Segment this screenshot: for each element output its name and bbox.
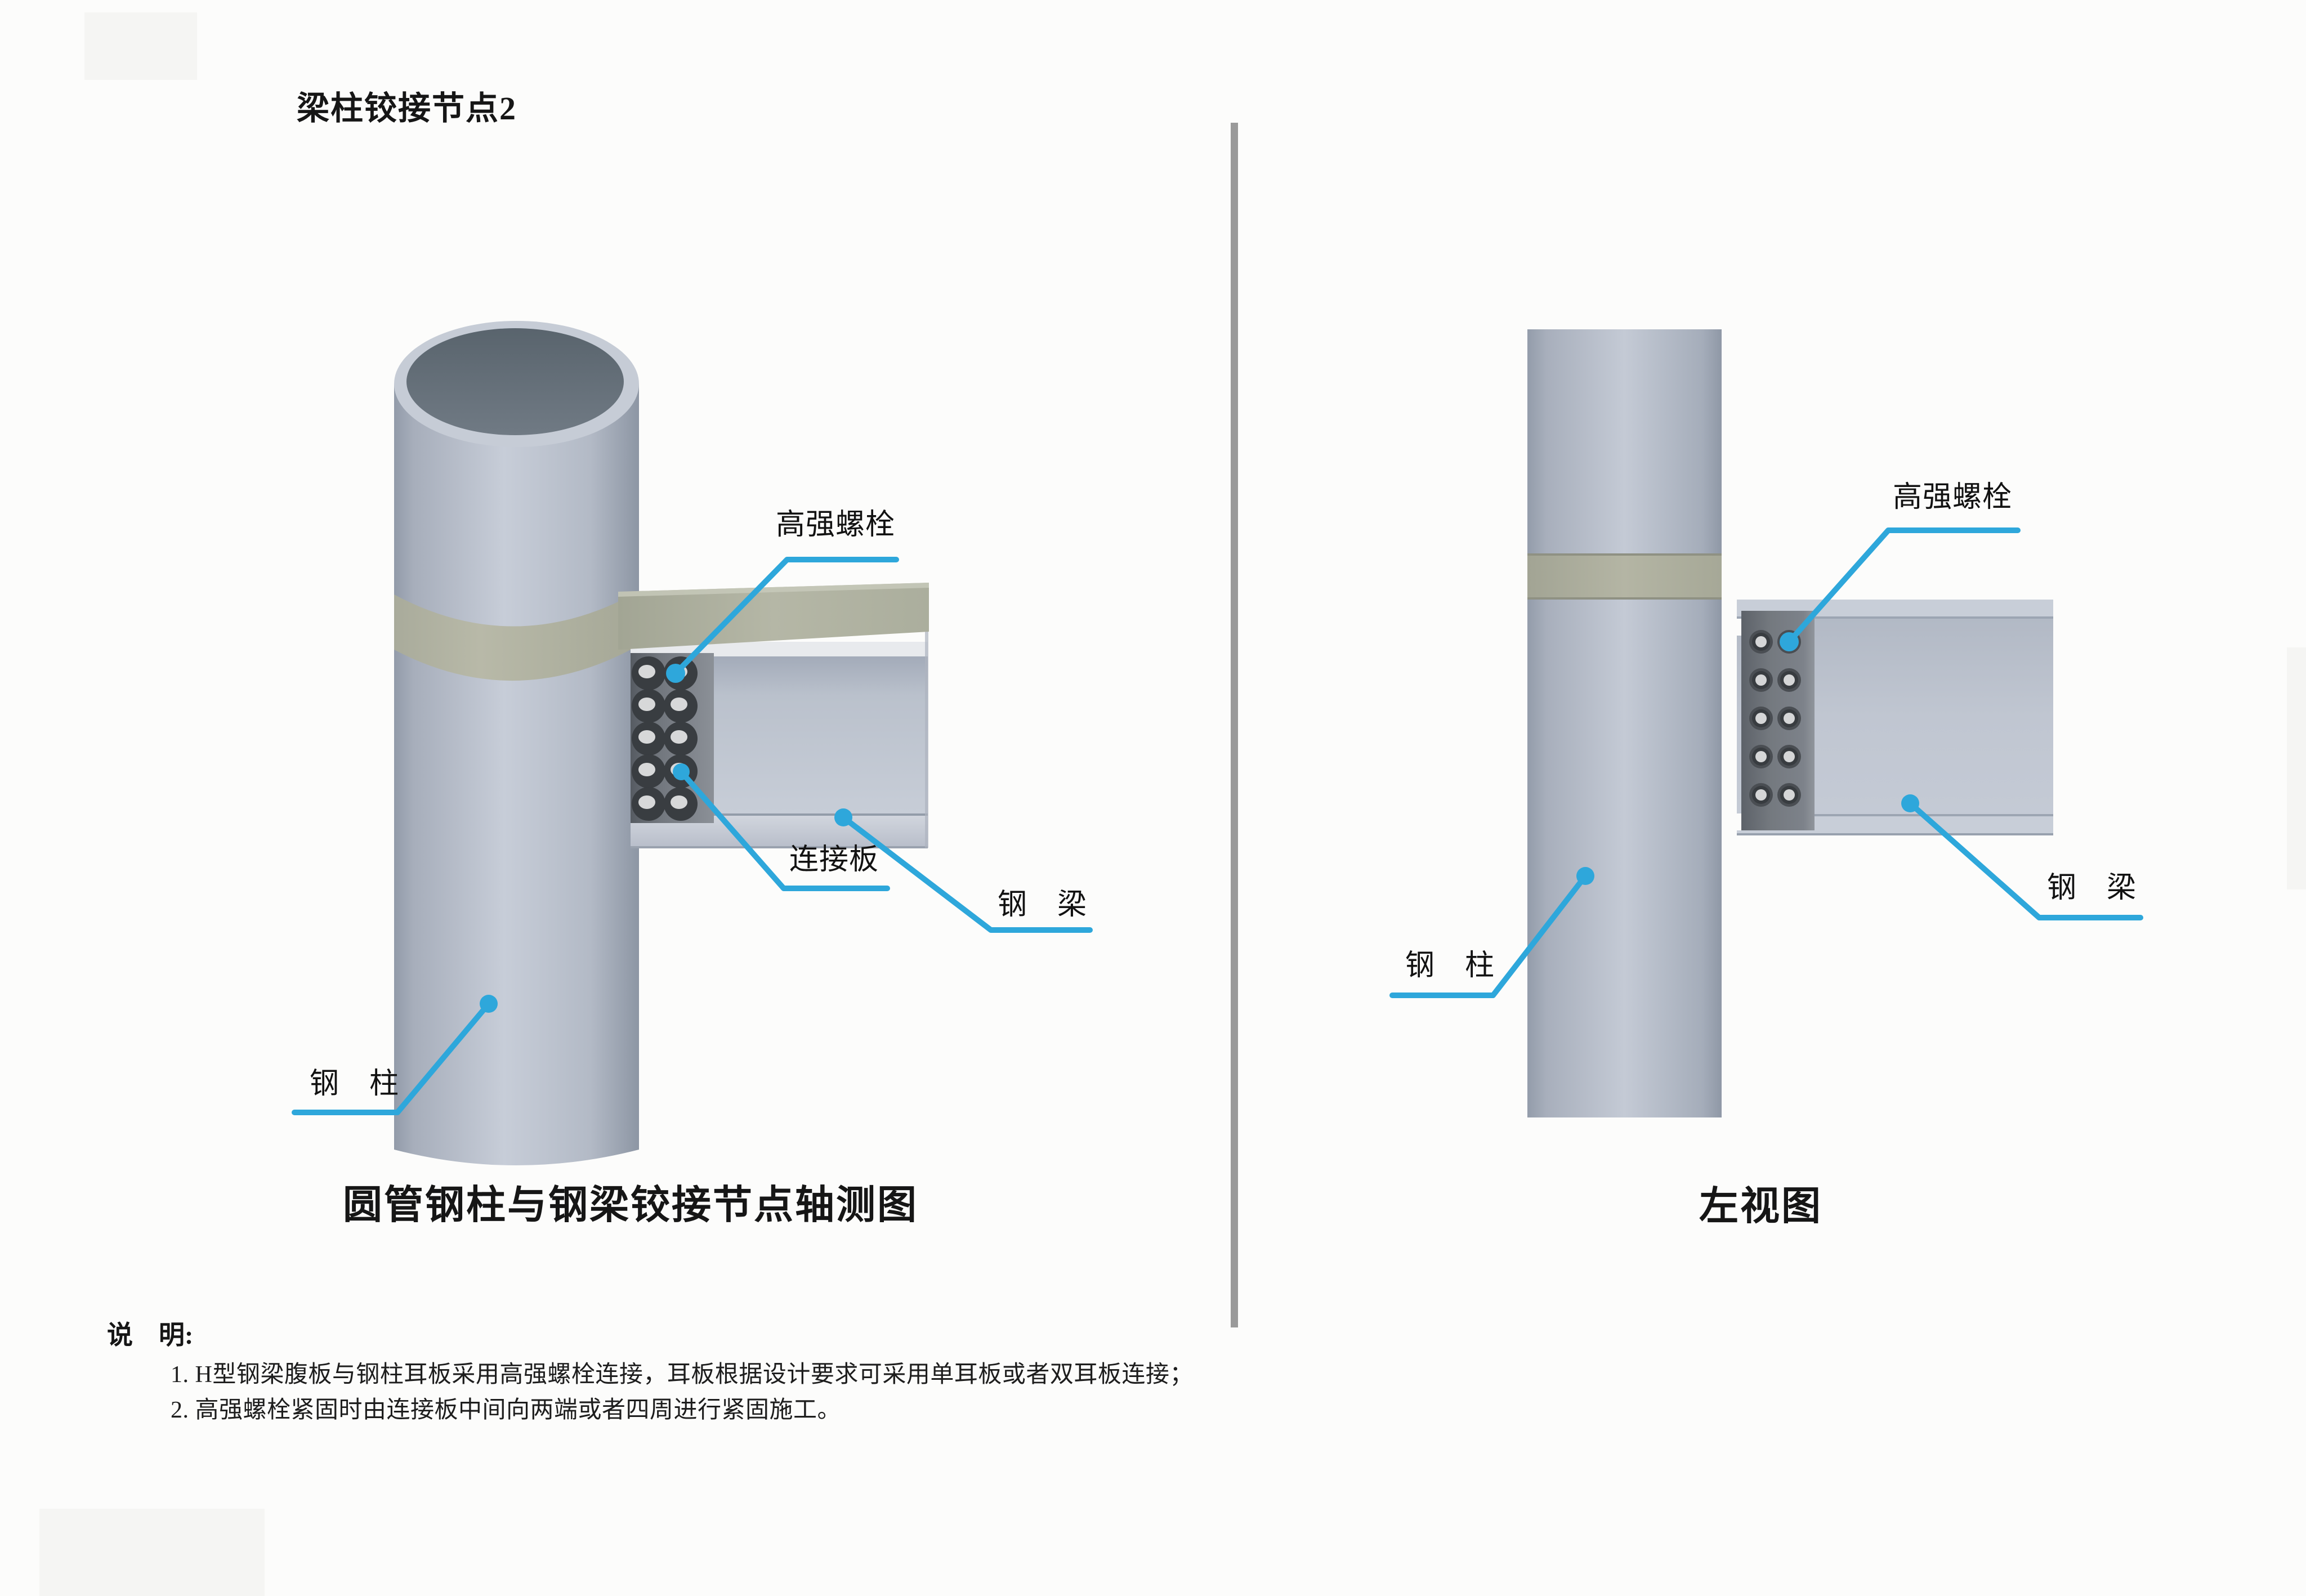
leader-beam-left xyxy=(841,815,1093,933)
steel-beam-left xyxy=(618,583,929,848)
caption-side-view: 左视图 xyxy=(1699,1185,1822,1228)
steel-column-pipe xyxy=(394,384,639,1165)
beam-top-flange xyxy=(618,583,929,650)
page-title: 梁柱铰接节点2 xyxy=(297,90,517,127)
label-bolts-left: 高强螺栓 xyxy=(776,508,896,541)
label-beam-left: 钢 梁 xyxy=(998,888,1088,921)
leader-beam-right xyxy=(1907,801,2143,920)
leader-column-left xyxy=(292,1001,491,1115)
side-view xyxy=(1527,329,2053,1117)
notes-heading: 说 明: xyxy=(107,1321,194,1349)
label-bolts-right: 高强螺栓 xyxy=(1893,481,2013,513)
axonometric-view xyxy=(394,321,929,1165)
leader-dots xyxy=(480,632,1919,1013)
notes-item-2: 2. 高强螺栓紧固时由连接板中间向两端或者四周进行紧固施工。 xyxy=(171,1397,842,1423)
high-strength-bolts-side xyxy=(1749,630,1801,807)
pipe-bore xyxy=(406,328,624,435)
caption-axonometric-view: 圆管钢柱与钢梁铰接节点轴测图 xyxy=(343,1184,918,1227)
leader-bolts-right xyxy=(1786,527,2021,645)
leader-column-right xyxy=(1389,873,1588,998)
scan-artifact xyxy=(84,12,197,80)
leader-lines xyxy=(292,527,2143,1115)
label-plate-left: 连接板 xyxy=(789,843,879,876)
notes-item-1: 1. H型钢梁腹板与钢柱耳板采用高强螺栓连接，耳板根据设计要求可采用单耳板或者双… xyxy=(171,1362,1194,1388)
scan-artifact xyxy=(39,1509,265,1596)
label-column-right: 钢 柱 xyxy=(1405,949,1495,982)
high-strength-bolts xyxy=(632,656,698,821)
scan-artifact xyxy=(2287,647,2306,889)
weld-band xyxy=(394,591,639,681)
weld-band-side xyxy=(1527,555,1722,600)
label-column-left: 钢 柱 xyxy=(310,1067,400,1100)
leader-bolts-left xyxy=(673,557,899,676)
leader-plate-left xyxy=(678,769,890,891)
label-beam-right: 钢 梁 xyxy=(2047,871,2137,904)
steel-column-side xyxy=(1527,329,1722,1117)
view-divider-line xyxy=(1231,123,1238,1327)
